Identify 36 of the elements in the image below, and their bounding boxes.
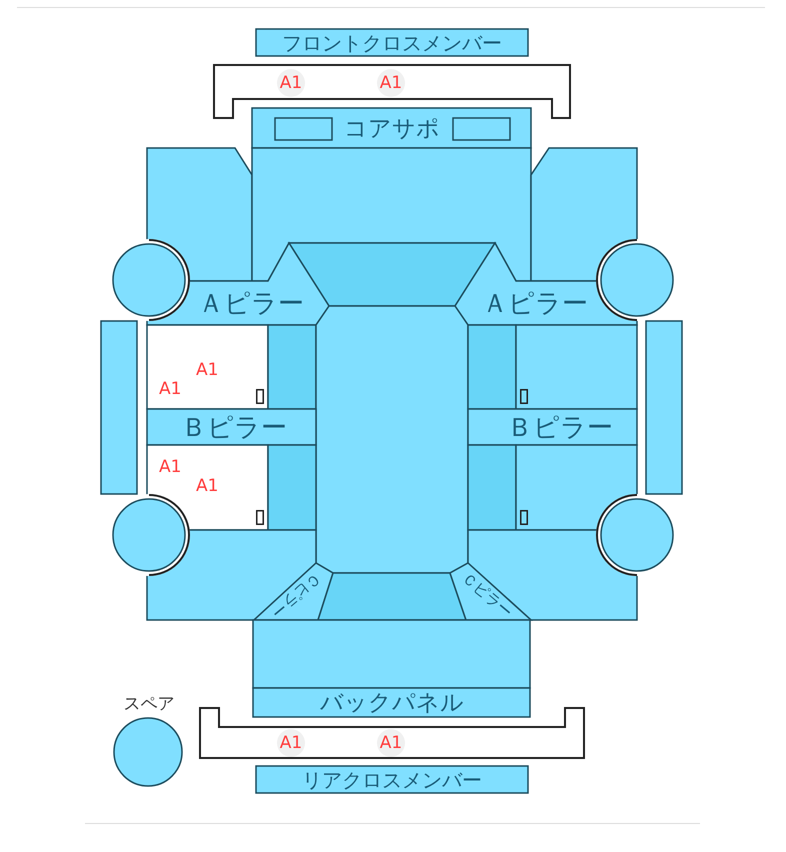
part-name: リアクロスメンバー xyxy=(302,769,482,791)
side-sill xyxy=(646,321,682,494)
roof xyxy=(316,306,468,573)
damage-code: A1 xyxy=(159,380,182,398)
part-name: Ｂピラー xyxy=(507,414,613,442)
front-door xyxy=(516,325,637,409)
part-name: フロントクロスメンバー xyxy=(282,32,502,54)
side-window xyxy=(268,325,316,409)
part-name: Ｂピラー xyxy=(181,414,287,442)
core-support xyxy=(252,108,531,148)
side-window xyxy=(468,325,516,409)
part-name: Ｃピラー xyxy=(458,569,516,620)
fender xyxy=(531,148,637,281)
headlight xyxy=(453,118,510,140)
part-name: Ａピラー xyxy=(482,290,588,318)
part-name: バックパネル xyxy=(320,690,464,716)
damage-code: A1 xyxy=(196,360,218,380)
part-name: コアサポ xyxy=(344,116,440,142)
part-name: Ａピラー xyxy=(198,290,304,318)
rear-door xyxy=(516,445,637,530)
b-pillar xyxy=(147,409,316,445)
part-name: スペア xyxy=(124,694,174,714)
damage-code: A1 xyxy=(159,458,182,476)
side-window xyxy=(268,445,316,530)
side-sill xyxy=(101,321,137,494)
rear-cross-member xyxy=(256,766,528,793)
a-pillar xyxy=(147,243,329,325)
front-cross-member xyxy=(256,29,528,56)
b-pillar xyxy=(468,409,637,445)
headlight xyxy=(275,118,332,140)
part-name: Ｃピラー xyxy=(268,569,324,620)
back-panel xyxy=(253,688,530,717)
damage-code: A1 xyxy=(196,476,218,496)
side-window xyxy=(468,445,516,530)
fender xyxy=(147,148,252,281)
front-door xyxy=(147,325,268,409)
